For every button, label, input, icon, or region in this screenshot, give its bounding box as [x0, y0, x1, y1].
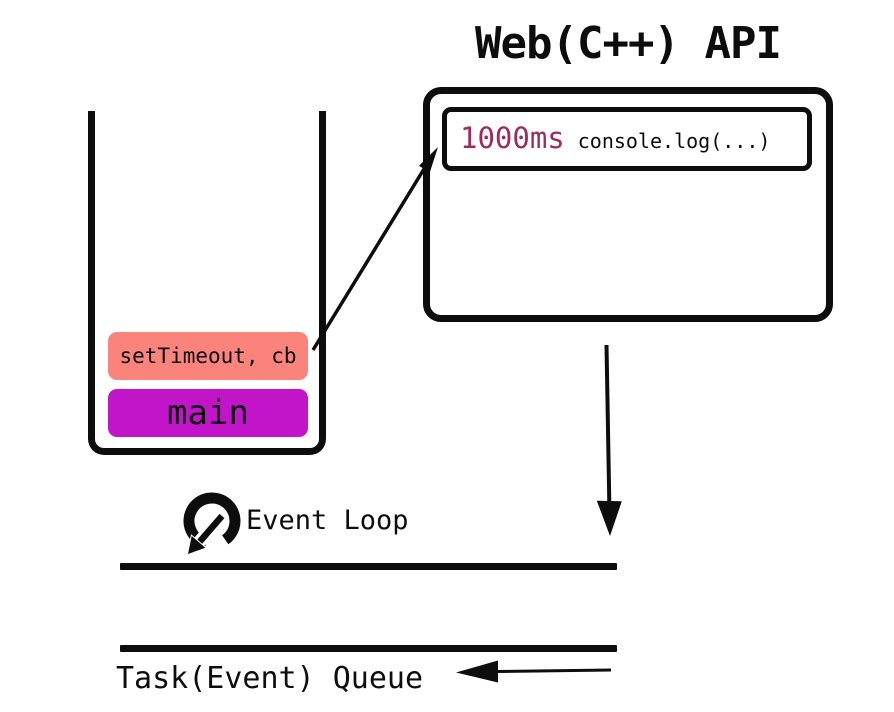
timer-delay: 1000ms: [460, 121, 565, 155]
timer-callback: console.log(...): [577, 129, 771, 153]
queue-lane-top-line: [120, 563, 617, 570]
task-queue-label: Task(Event) Queue: [116, 661, 424, 696]
event-loop-cycle-icon: [183, 492, 241, 556]
call-stack: setTimeout, cb main: [88, 111, 326, 455]
web-api-title: Web(C++) API: [475, 18, 782, 69]
stack-frame-main: main: [108, 389, 308, 437]
queue-lane-bottom-line: [120, 645, 617, 652]
arrow-queue-direction-icon: [456, 660, 612, 683]
timer-entry: 1000ms console.log(...): [442, 107, 812, 171]
web-api-box: 1000ms console.log(...): [423, 87, 833, 322]
stack-frame-settimeout: setTimeout, cb: [108, 332, 308, 380]
arrow-webapi-to-queue-icon: [596, 344, 622, 536]
event-loop-label: Event Loop: [246, 505, 409, 536]
arrow-stack-to-webapi-icon: [311, 147, 438, 351]
